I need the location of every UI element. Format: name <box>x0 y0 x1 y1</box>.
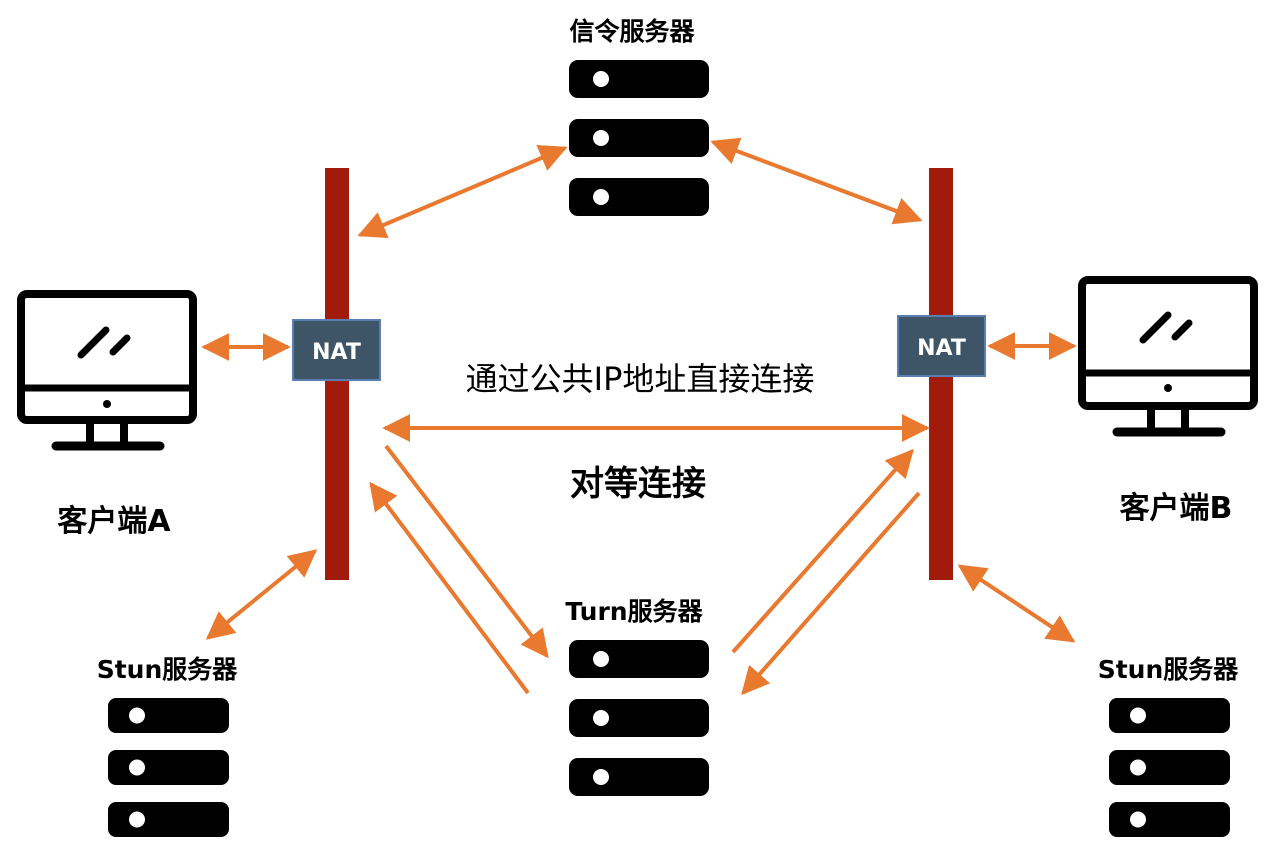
arrow-nat-left-to-signal <box>357 144 568 239</box>
arrow-turn-to-nat-left <box>369 481 530 695</box>
nat-label-right: NAT <box>917 336 966 361</box>
stun-server-left-icon <box>108 698 229 837</box>
client-b-computer-icon <box>1078 276 1258 437</box>
client-a-label: 客户端A <box>57 504 171 539</box>
arrow-stun-left-to-nat <box>205 549 318 640</box>
p2p-label: 对等连接 <box>570 464 706 504</box>
turn-server-icon <box>569 640 709 796</box>
nat-box-left: NAT <box>292 319 381 381</box>
arrow-nat-left-to-turn <box>384 444 549 659</box>
arrow-nat-to-stun-right <box>957 564 1076 643</box>
arrow-turn-to-nat-right <box>731 448 914 654</box>
connection-arrows <box>201 137 1077 696</box>
arrow-signal-to-nat-right <box>710 137 923 225</box>
stun-server-right-icon <box>1109 698 1230 837</box>
stun-server-right-label: Stun服务器 <box>1098 655 1240 684</box>
nat-box-right: NAT <box>897 315 986 377</box>
public-ip-label: 通过公共IP地址直接连接 <box>466 360 815 398</box>
client-b-label: 客户端B <box>1120 491 1233 526</box>
nat-label-left: NAT <box>312 340 361 365</box>
signal-server-label: 信令服务器 <box>569 17 695 46</box>
client-a-computer-icon <box>17 290 197 451</box>
arrow-nat-right-to-turn <box>741 491 921 696</box>
stun-server-left-label: Stun服务器 <box>97 655 239 684</box>
turn-server-label: Turn服务器 <box>565 597 703 626</box>
signal-server-icon <box>569 60 709 216</box>
